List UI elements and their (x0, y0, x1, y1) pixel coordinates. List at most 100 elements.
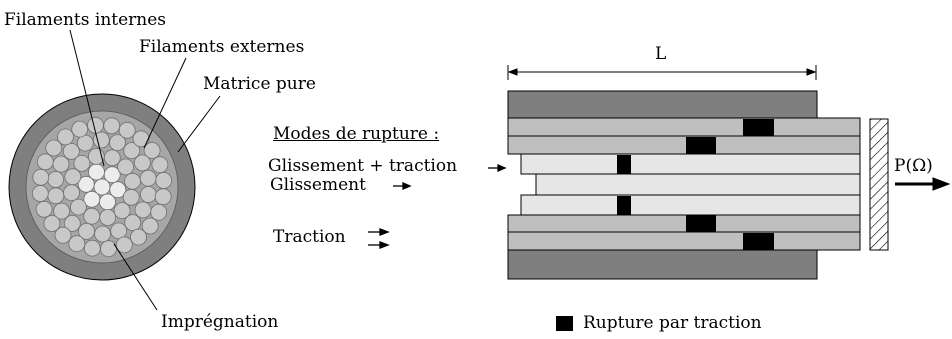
label-traction: Traction (273, 227, 346, 247)
traction-break-mark (686, 137, 716, 154)
right-arrow-icon (488, 164, 507, 172)
length-dimension (507, 65, 817, 80)
external-filament (115, 236, 133, 254)
filament-layer-middle (507, 214, 861, 233)
label-legend-traction-failure: Rupture par traction (583, 313, 762, 333)
traction-breaks (617, 119, 774, 250)
right-arrow-icon (393, 182, 412, 190)
external-filament (118, 121, 136, 139)
external-filament (117, 158, 134, 176)
external-filament (47, 187, 65, 205)
external-filament (134, 201, 152, 219)
filament-layer-inner (520, 153, 861, 175)
internal-filament (109, 181, 127, 199)
external-filament (54, 226, 72, 244)
external-filament (109, 134, 126, 152)
external-filament (94, 225, 111, 243)
traction-break-mark (743, 233, 774, 250)
external-filament (35, 200, 53, 218)
leader-lines (69, 29, 221, 311)
external-filament (139, 169, 157, 187)
external-filament (150, 203, 168, 221)
external-filament (63, 184, 80, 202)
label-impregnation: Imprégnation (161, 312, 279, 332)
external-filament (155, 172, 173, 189)
internal-filament (103, 166, 121, 184)
external-filament (73, 154, 91, 172)
external-filament (100, 240, 117, 258)
external-filament (141, 217, 159, 235)
hatched-clamp-icon (869, 118, 889, 251)
external-filament (124, 172, 141, 190)
label-load: P(Ω) (894, 156, 933, 176)
traction-break-mark (617, 196, 631, 215)
matrix-layer-top (507, 90, 818, 119)
leader-external (143, 57, 187, 149)
external-filament (139, 186, 157, 203)
filament-layer-core (535, 173, 861, 196)
label-length: L (655, 44, 667, 64)
external-filament (83, 239, 101, 257)
external-filament (93, 131, 110, 149)
traction-break-mark (743, 119, 774, 136)
layered-model (507, 90, 861, 280)
leader-internal (69, 29, 105, 167)
label-slip-traction: Glissement + traction (268, 156, 458, 176)
filament-layer-inner (520, 194, 861, 216)
external-filament (32, 168, 50, 186)
external-filament (103, 149, 121, 167)
external-filament (68, 235, 86, 253)
external-filament (130, 228, 147, 246)
external-filament (151, 156, 169, 174)
internal-filament (88, 163, 105, 181)
leader-impregnation (113, 243, 158, 311)
external-filament (53, 202, 70, 220)
right-arrow-icon (368, 241, 390, 249)
label-internal-filaments: Filaments internes (4, 10, 167, 30)
external-filament (123, 142, 141, 160)
external-filament (36, 153, 54, 171)
external-filament (45, 139, 63, 157)
leader-matrix (177, 95, 221, 153)
filament-bundle (31, 116, 173, 258)
matrix-layer-bottom (507, 249, 818, 280)
traction-break-mark (686, 215, 716, 232)
external-filament (52, 155, 70, 173)
external-filament (124, 214, 142, 232)
internal-filament (99, 193, 116, 211)
external-filament (99, 209, 117, 226)
traction-break-mark (617, 155, 631, 174)
load-arrow-icon (895, 177, 951, 191)
internal-filament (83, 190, 101, 208)
external-filament (143, 142, 161, 159)
external-filament (83, 207, 101, 225)
external-filament (47, 171, 64, 188)
internal-filament (77, 175, 95, 193)
external-filament (31, 185, 49, 202)
external-filament (71, 120, 89, 138)
yarn-cross-section (8, 93, 196, 281)
external-filament (43, 215, 61, 232)
filament-layer-outer (507, 117, 861, 137)
external-filament (63, 214, 81, 232)
external-filament (132, 130, 150, 148)
external-filament (103, 117, 121, 135)
external-filament (154, 188, 172, 206)
external-filament (70, 198, 87, 216)
label-failure-modes: Modes de rupture : (273, 124, 440, 144)
filament-layer-middle (507, 135, 861, 155)
legend-swatch (556, 316, 573, 331)
external-filament (113, 202, 131, 220)
external-filament (133, 154, 151, 172)
external-filament (62, 142, 80, 160)
external-filament (78, 222, 95, 240)
label-slip: Glissement (270, 175, 366, 195)
right-arrow-icon (368, 228, 390, 236)
label-external-filaments: Filaments externes (139, 37, 305, 57)
mode-arrows (368, 164, 507, 249)
external-filament (122, 188, 140, 206)
external-filament (64, 168, 82, 186)
label-pure-matrix: Matrice pure (203, 74, 316, 94)
